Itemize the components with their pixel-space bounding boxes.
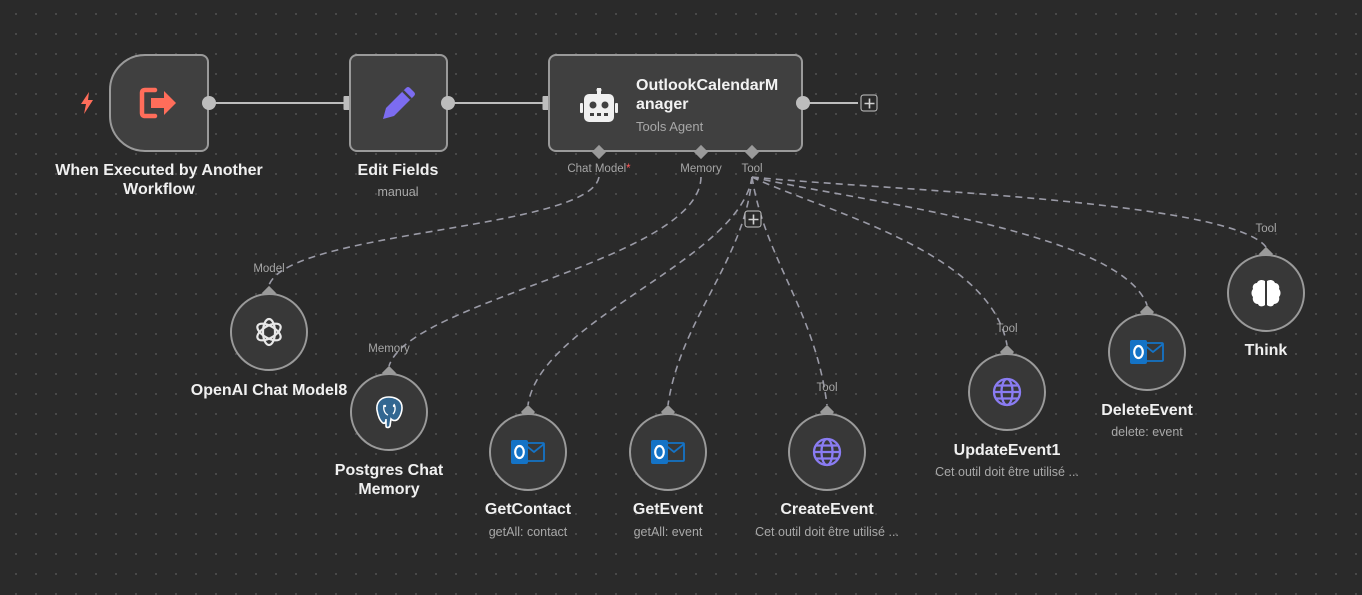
outlook-icon [511, 440, 545, 464]
postgres-icon [376, 396, 403, 429]
agent-add-node-button[interactable] [860, 94, 878, 112]
wire-tool-getcontact [527, 176, 753, 406]
create-event-title: CreateEvent [780, 501, 874, 518]
agent-output-port[interactable] [796, 96, 810, 110]
agent-subtitle: Tools Agent [636, 119, 704, 134]
add-tool-button[interactable] [744, 210, 762, 228]
postgres-node[interactable] [350, 373, 428, 451]
agent-tool-label: Tool [741, 163, 763, 175]
pencil-icon [382, 87, 415, 119]
think-node[interactable] [1227, 254, 1305, 332]
get-event-node[interactable] [629, 413, 707, 491]
update-event-title: UpdateEvent1 [953, 442, 1061, 459]
brain-icon [1251, 279, 1281, 307]
get-contact-node[interactable] [489, 413, 567, 491]
get-event-title: GetEvent [632, 501, 704, 518]
think-port-label: Tool [1255, 223, 1277, 235]
edit-fields-output-port[interactable] [441, 96, 455, 110]
openai-port-label: Model [253, 263, 285, 275]
agent-node[interactable]: OutlookCalendarManager Tools Agent [548, 54, 803, 152]
wire-memory [388, 176, 702, 367]
get-event-subtitle: getAll: event [633, 525, 703, 539]
openai-icon [256, 317, 282, 347]
get-contact-title: GetContact [484, 501, 572, 518]
wire-chatmodel [268, 176, 600, 286]
robot-icon [580, 88, 618, 122]
create-event-node[interactable] [788, 413, 866, 491]
sign-out-icon [139, 87, 176, 119]
delete-event-subtitle: delete: event [1111, 425, 1183, 439]
update-event-port-label: Tool [996, 323, 1018, 335]
create-event-port-label: Tool [816, 382, 838, 394]
get-contact-subtitle: getAll: contact [488, 525, 568, 539]
think-title: Think [1244, 342, 1288, 359]
edit-fields-input-port[interactable] [343, 96, 351, 110]
create-event-subtitle: Cet outil doit être utilisé ... [755, 525, 899, 539]
postgres-title: Postgres Chat Memory [334, 462, 444, 498]
agent-input-port[interactable] [542, 96, 550, 110]
update-event-node[interactable] [968, 353, 1046, 431]
edit-fields-node[interactable] [349, 54, 448, 152]
globe-icon [812, 437, 842, 467]
outlook-icon [1130, 340, 1164, 364]
wire-tool-createevent [751, 176, 828, 406]
agent-text: OutlookCalendarManager Tools Agent [636, 76, 786, 134]
postgres-port-label: Memory [368, 343, 410, 355]
delete-event-node[interactable] [1108, 313, 1186, 391]
outlook-icon [651, 440, 685, 464]
trigger-output-port[interactable] [202, 96, 216, 110]
agent-memory-label: Memory [680, 163, 722, 175]
required-mark: * [626, 163, 631, 175]
agent-title: OutlookCalendarManager [636, 77, 779, 113]
delete-event-title: DeleteEvent [1101, 402, 1193, 419]
openai-node[interactable] [230, 293, 308, 371]
globe-icon [992, 377, 1022, 407]
trigger-bolt-icon [81, 92, 93, 114]
wire-tool-deleteevent [751, 176, 1148, 306]
trigger-node[interactable] [109, 54, 209, 152]
trigger-title: When Executed by Another Workflow [55, 162, 263, 198]
plus-icon [748, 214, 758, 224]
update-event-subtitle: Cet outil doit être utilisé ... [935, 465, 1079, 479]
edit-fields-title: Edit Fields [357, 162, 439, 179]
edit-fields-subtitle: manual [377, 185, 419, 199]
openai-title: OpenAI Chat Model8 [190, 382, 348, 399]
plus-icon [864, 98, 874, 108]
wire-tool-updateevent [751, 176, 1008, 346]
agent-chat-model-label: Chat Model* [567, 163, 631, 175]
wire-tool-think [751, 176, 1267, 248]
wire-tool-getevent [667, 176, 753, 406]
